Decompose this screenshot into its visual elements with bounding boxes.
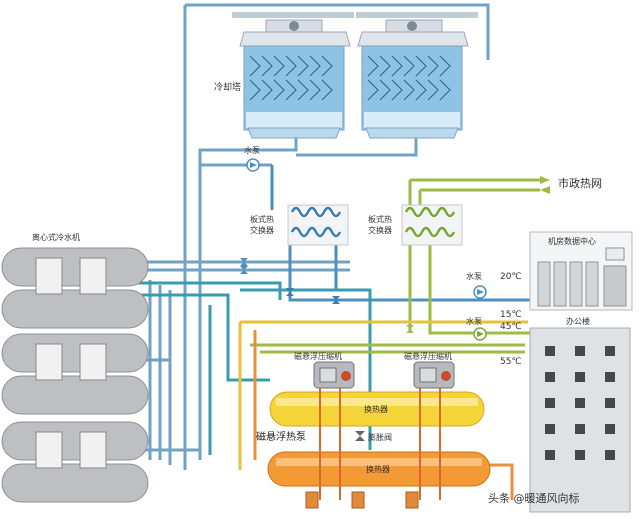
pump-icon	[473, 327, 487, 341]
pump-icon	[246, 158, 260, 172]
mag-compressor-left-label: 磁悬浮压缩机	[294, 351, 342, 361]
municipal-heat-label: 市政热网	[558, 176, 602, 190]
watermark: 头条 @暖通风向标	[488, 491, 580, 505]
plate-hx-left-label-1: 板式热	[250, 214, 274, 224]
plate-hx-right-label-2: 交换器	[368, 225, 392, 235]
refrigerant-lines	[305, 388, 441, 509]
mag-compressor-left	[313, 361, 355, 389]
heat-exchanger-lower-label: 换热器	[366, 464, 390, 474]
heat-exchanger-lower	[267, 451, 491, 487]
cooling-water-pipes	[130, 3, 530, 470]
temp-20-label: 20℃	[500, 272, 522, 282]
pump-icon	[473, 285, 487, 299]
heat-exchanger-upper	[269, 391, 485, 427]
cooling-tower-right	[356, 12, 478, 139]
temp-15-label: 15℃	[500, 310, 522, 320]
centrifugal-chiller-3	[1, 421, 149, 503]
heat-exchanger-upper-label: 换热器	[364, 404, 388, 414]
temp-55-label: 55℃	[500, 357, 522, 367]
heat-pump-label: 磁悬浮热泵	[256, 430, 306, 443]
centrifugal-chiller-1	[1, 247, 149, 329]
centrifugal-chiller-2	[1, 333, 149, 415]
mag-compressor-right-label: 磁悬浮压缩机	[404, 351, 452, 361]
cooling-tower-label: 冷却塔	[214, 81, 241, 93]
pump-label-office: 水泵	[466, 316, 482, 326]
heating-pipes	[250, 178, 540, 354]
valve-icon	[240, 258, 414, 441]
data-center-building	[529, 231, 633, 311]
pump-label-datacenter: 水泵	[466, 271, 482, 281]
plate-hx-left-label-2: 交换器	[250, 225, 274, 235]
heat-pump-pipes	[238, 320, 528, 500]
chiller-label: 离心式冷水机	[32, 232, 80, 242]
office-label: 办公楼	[566, 316, 590, 326]
plate-heat-exchanger-right	[401, 204, 463, 246]
municipal-heat-arrows	[540, 176, 550, 194]
cooling-tower-left	[232, 12, 354, 139]
data-center-label: 机房数据中心	[548, 236, 596, 246]
plate-hx-right-label-1: 板式热	[368, 214, 392, 224]
temp-45-label: 45℃	[500, 322, 522, 332]
office-building	[529, 327, 631, 513]
mag-compressor-right	[413, 361, 455, 389]
pump-label-top: 水泵	[244, 145, 260, 155]
expansion-valve-label: 膨胀阀	[368, 432, 392, 442]
plate-heat-exchanger-left	[287, 204, 349, 246]
